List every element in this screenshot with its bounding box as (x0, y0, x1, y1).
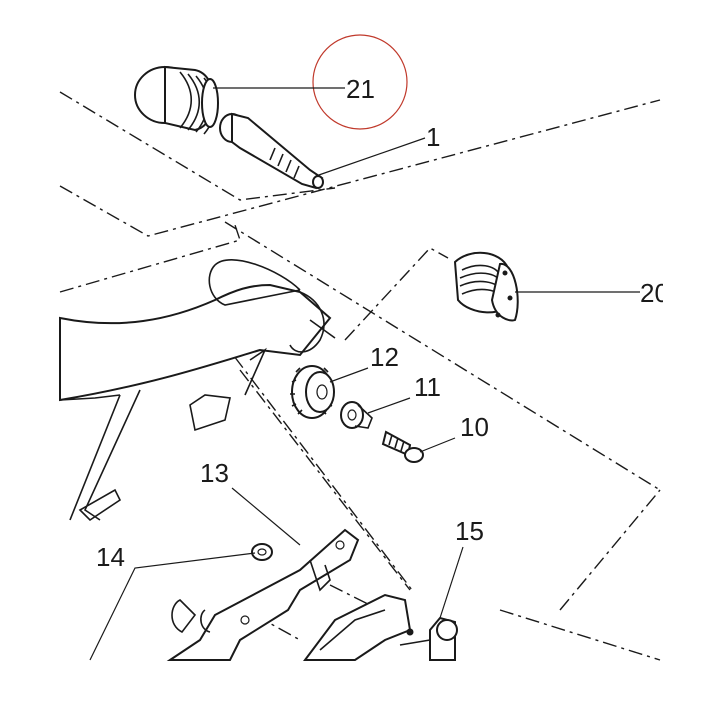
part-13-bracket (166, 528, 414, 661)
callout-1: 1 (426, 122, 440, 152)
callout-13: 13 (200, 458, 229, 488)
callout-15: 15 (455, 516, 484, 546)
callout-14: 14 (96, 542, 125, 572)
part-14-nut (251, 543, 273, 561)
leader-lines (89, 87, 640, 661)
arm-housing (59, 259, 336, 522)
right-margin (663, 0, 720, 720)
callout-12: 12 (370, 342, 399, 372)
part-1-shaft (219, 112, 324, 190)
callout-21: 21 (346, 74, 375, 104)
highlight-circle (312, 34, 408, 130)
part-15-pin (399, 616, 458, 661)
part-20-threaded-cap (453, 251, 519, 322)
callout-11: 11 (414, 372, 441, 402)
part-21-threaded-cap (134, 65, 219, 135)
part-10-screw (381, 430, 424, 463)
construction-lines (59, 91, 661, 661)
part-11-washer (340, 401, 373, 429)
bottom-margin (0, 662, 720, 720)
part-12-gear (290, 365, 335, 419)
callout-10: 10 (460, 412, 489, 442)
